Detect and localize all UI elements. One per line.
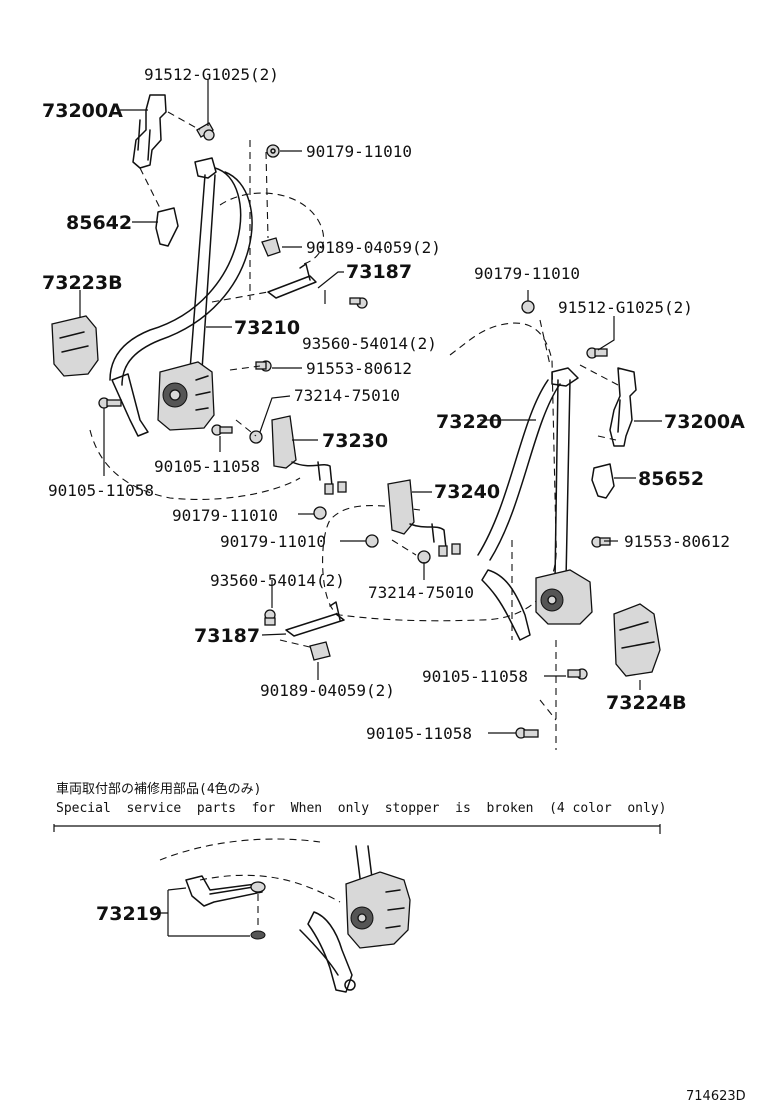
callout-90105-11058-left: 90105-11058	[48, 481, 154, 500]
cover-73224B	[613, 603, 661, 677]
bolt-91512-right	[586, 347, 608, 359]
note-japanese: 車両取付部の補修用部品(4色のみ)	[56, 781, 261, 797]
note-bracket	[53, 824, 661, 834]
callout-labels: 91512-G1025(2) 73200A 90179-11010 85642 …	[42, 65, 745, 743]
callout-90105-11058-right-b: 90105-11058	[366, 724, 472, 743]
callout-93560-54014-right: 93560-54014(2)	[210, 571, 345, 590]
callout-90179-11010-mid-left: 90179-11010	[172, 506, 278, 525]
nut-90179-mid-right	[365, 534, 379, 548]
callout-91553-80612-right: 91553-80612	[624, 532, 730, 551]
retractor-right	[535, 569, 593, 625]
detail-retractor	[345, 871, 411, 949]
detail-leader-bracket	[160, 887, 250, 937]
buckle-73230	[271, 415, 347, 495]
callout-73214-75010-right: 73214-75010	[368, 583, 474, 602]
callout-90179-11010-top: 90179-11010	[306, 142, 412, 161]
bolt-91553-left	[255, 360, 272, 372]
bolt-73214-right	[417, 550, 431, 564]
callout-91512-g1025-left: 91512-G1025(2)	[144, 65, 279, 84]
right-seatbelt-assembly	[89, 192, 661, 739]
callout-73224b: 73224B	[606, 692, 687, 714]
diagram-reference-code: 714623D	[686, 1089, 746, 1104]
callout-90105-11058-right-a: 90105-11058	[422, 667, 528, 686]
seat-outline	[322, 322, 557, 622]
dashed-reference-lines	[139, 111, 619, 750]
detail-stopper-button	[250, 881, 266, 893]
screw-93560-right	[264, 609, 276, 626]
height-adjuster-left	[132, 94, 167, 169]
detail-stopper-washer	[250, 930, 266, 940]
callout-85652: 85652	[638, 468, 704, 490]
callout-90189-04059-left: 90189-04059(2)	[306, 238, 441, 257]
stopper-73187-right	[285, 601, 345, 637]
bolt-90105-left-a	[98, 397, 122, 409]
callout-73230: 73230	[322, 430, 388, 452]
webbing-73210	[189, 174, 216, 371]
callout-73223b: 73223B	[42, 272, 123, 294]
callout-73187-right: 73187	[194, 625, 260, 647]
nut-90179-top-left	[266, 144, 280, 158]
screw-93560-left	[349, 297, 368, 309]
callout-73200a-right: 73200A	[664, 411, 745, 433]
callout-90179-11010-mid: 90179-11010	[220, 532, 326, 551]
callout-91553-80612-left: 91553-80612	[306, 359, 412, 378]
callout-85642: 85642	[66, 212, 132, 234]
leader-lines	[79, 80, 662, 734]
retractor-left	[157, 361, 215, 431]
callout-73187-left: 73187	[346, 261, 412, 283]
stopper-73187-left	[267, 263, 317, 299]
clip-90189-right	[309, 641, 331, 661]
bolt-91553-right	[591, 536, 611, 548]
cover-85652-right	[591, 463, 615, 499]
bolt-73214-left	[249, 430, 263, 444]
webbing-73220	[554, 379, 571, 581]
nut-90179-top-right	[521, 300, 535, 314]
callout-90105-11058-mid: 90105-11058	[154, 457, 260, 476]
callout-93560-54014-left: 93560-54014(2)	[302, 334, 437, 353]
buckle-73240	[387, 479, 461, 557]
callout-73214-75010-left: 73214-75010	[294, 386, 400, 405]
callout-73219: 73219	[96, 903, 162, 925]
cover-73223B	[51, 315, 99, 377]
bolt-90105-right-a	[567, 668, 588, 680]
bolt-90105-left-b	[211, 424, 233, 436]
stopper-detail-view: 73219	[96, 838, 411, 993]
bolt-90105-right-b	[515, 727, 539, 739]
nut-90179-mid-left	[313, 506, 327, 520]
callout-73200a-left: 73200A	[42, 100, 123, 122]
cover-85642-left	[155, 207, 179, 247]
callout-73210: 73210	[234, 317, 300, 339]
left-seatbelt-assembly	[51, 94, 368, 520]
note-english: Special service parts for When only stop…	[56, 801, 666, 816]
height-adjuster-right	[609, 367, 637, 447]
special-service-note: 車両取付部の補修用部品(4色のみ) Special service parts …	[53, 781, 666, 834]
callout-90179-11010-right: 90179-11010	[474, 264, 580, 283]
bolt-91512-left	[196, 122, 215, 141]
callout-91512-g1025-right: 91512-G1025(2)	[558, 298, 693, 317]
callout-90189-04059-right: 90189-04059(2)	[260, 681, 395, 700]
clip-90189-left	[261, 237, 281, 257]
detail-lap-anchor	[307, 911, 353, 993]
callout-73240: 73240	[434, 481, 500, 503]
callout-73220: 73220	[436, 411, 502, 433]
